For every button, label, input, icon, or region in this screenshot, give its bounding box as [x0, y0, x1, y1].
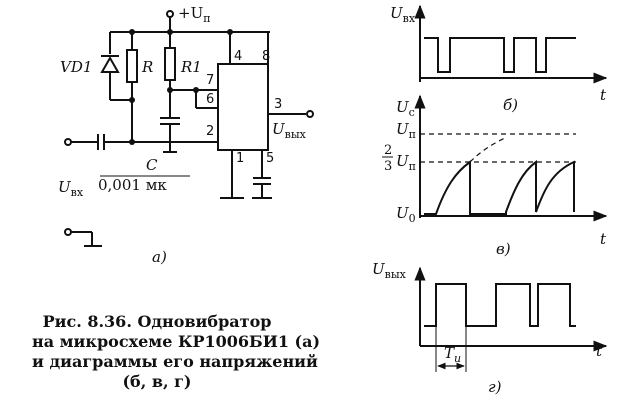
monostable-schematic — [64, 10, 314, 247]
r1-label: R1 — [180, 58, 202, 76]
diagram-v-xlabel: t — [600, 230, 607, 248]
diagram-v-ylabel: Uc — [396, 98, 415, 119]
level-fraction-num: 2 — [384, 143, 392, 158]
capacitor-value: 0,001 мк — [98, 176, 167, 194]
timing-diagram-g — [414, 266, 608, 372]
resistor-r — [126, 49, 138, 83]
diagram-g-xlabel: t — [596, 342, 603, 360]
level-fraction-den: 3 — [384, 159, 392, 174]
ic-kr1006vi1 — [217, 63, 269, 151]
panel-v-label: в) — [496, 240, 511, 258]
pin-2: 2 — [206, 124, 214, 139]
level-u0-label: U0 — [396, 204, 416, 225]
diagram-g-ylabel: Uвых — [372, 260, 407, 281]
capacitor-label: C — [146, 156, 158, 174]
supply-label: +Uп — [178, 4, 211, 25]
resistor-r1 — [164, 47, 176, 81]
diagram-b-xlabel: t — [600, 86, 607, 104]
pin-8: 8 — [262, 49, 270, 64]
pin-5: 5 — [266, 151, 274, 166]
timing-diagram-b — [414, 4, 608, 84]
level-supply-label: Uп — [396, 120, 416, 141]
pin-7: 7 — [206, 73, 214, 88]
panel-g-label: г) — [488, 378, 502, 396]
diagram-b-ylabel: Uвх — [390, 4, 416, 25]
timing-diagram-v — [414, 94, 608, 222]
diode-symbol — [100, 55, 120, 73]
figure-caption: Рис. 8.36. Одновибратор на микросхеме КР… — [32, 312, 321, 392]
output-terminal — [306, 110, 314, 118]
pin-1: 1 — [236, 151, 244, 166]
level-two-thirds-label: Uп — [396, 152, 416, 173]
pin-6: 6 — [206, 92, 214, 107]
r-label: R — [141, 58, 153, 76]
pin-4: 4 — [234, 49, 242, 64]
input-voltage-label: Uвх — [58, 178, 84, 199]
pin-3: 3 — [274, 97, 282, 112]
caption-line-4: (б, в, г) — [122, 372, 192, 391]
caption-line-3: и диаграммы его напряжений — [32, 352, 318, 371]
caption-line-2: на микросхеме КР1006БИ1 (а) — [32, 332, 321, 351]
supply-terminal — [166, 10, 174, 18]
input-terminal — [64, 138, 72, 146]
diode-label: VD1 — [60, 58, 92, 76]
panel-b-label: б) — [503, 96, 518, 114]
panel-a-label: а) — [152, 248, 167, 266]
output-voltage-label: Uвых — [272, 120, 307, 141]
pulse-width-label: Tи — [444, 344, 461, 365]
caption-line-1: Рис. 8.36. Одновибратор — [42, 312, 272, 331]
